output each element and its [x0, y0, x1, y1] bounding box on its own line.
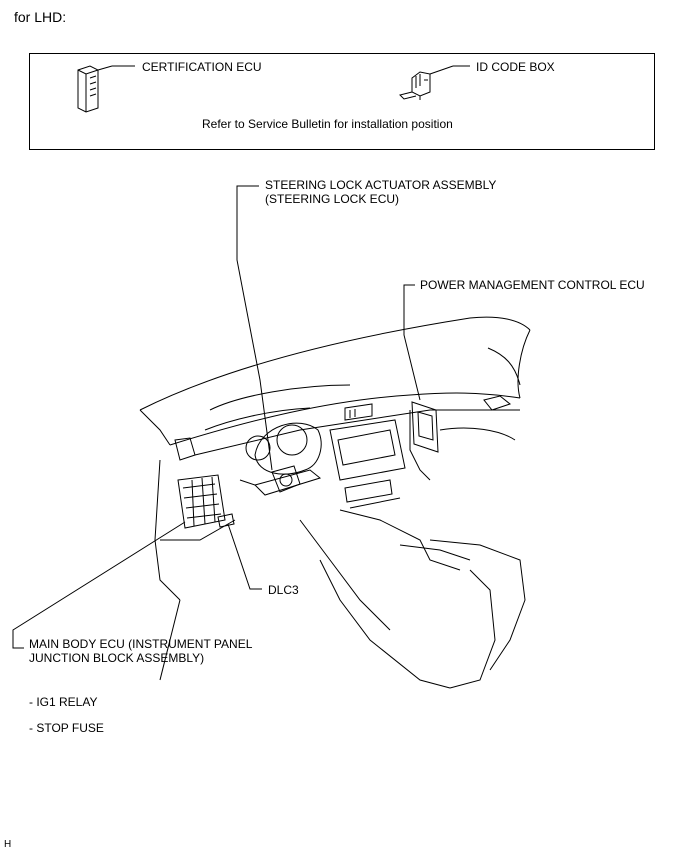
dlc3-connector-icon [217, 513, 235, 528]
dlc3-label: DLC3 [268, 583, 299, 597]
steering-lock-leader [236, 185, 273, 471]
certification-ecu-label: CERTIFICATION ECU [142, 60, 262, 74]
steering-lock-actuator-icon [271, 465, 301, 493]
id-code-box-label: ID CODE BOX [476, 60, 555, 74]
power-management-ecu-icon [411, 401, 439, 453]
id-code-box-leader [429, 65, 454, 75]
steering-lock-label-line2: (STEERING LOCK ECU) [265, 192, 400, 206]
main-body-ecu-label-line2: JUNCTION BLOCK ASSEMBLY) [29, 651, 205, 665]
dlc3-leader [227, 523, 262, 590]
main-body-leader [12, 521, 186, 649]
main-body-ecu-label-line1: MAIN BODY ECU (INSTRUMENT PANEL [29, 637, 253, 651]
service-bulletin-note: Refer to Service Bulletin for installati… [202, 117, 453, 131]
certification-ecu-leader [97, 65, 113, 71]
power-mgmt-leader [403, 284, 421, 401]
dashboard-outline [139, 316, 531, 689]
power-mgmt-label: POWER MANAGEMENT CONTROL ECU [420, 278, 645, 292]
id-code-box-icon [399, 71, 431, 100]
certification-ecu-icon [77, 65, 99, 113]
ig1-relay-label: - IG1 RELAY [29, 695, 98, 709]
stop-fuse-label: - STOP FUSE [29, 721, 104, 735]
footer-code: H [4, 839, 12, 850]
main-body-ecu-icon [177, 474, 226, 529]
page-heading: for LHD: [14, 9, 67, 25]
service-bulletin-frame [29, 53, 655, 150]
steering-lock-label-line1: STEERING LOCK ACTUATOR ASSEMBLY [265, 178, 497, 192]
